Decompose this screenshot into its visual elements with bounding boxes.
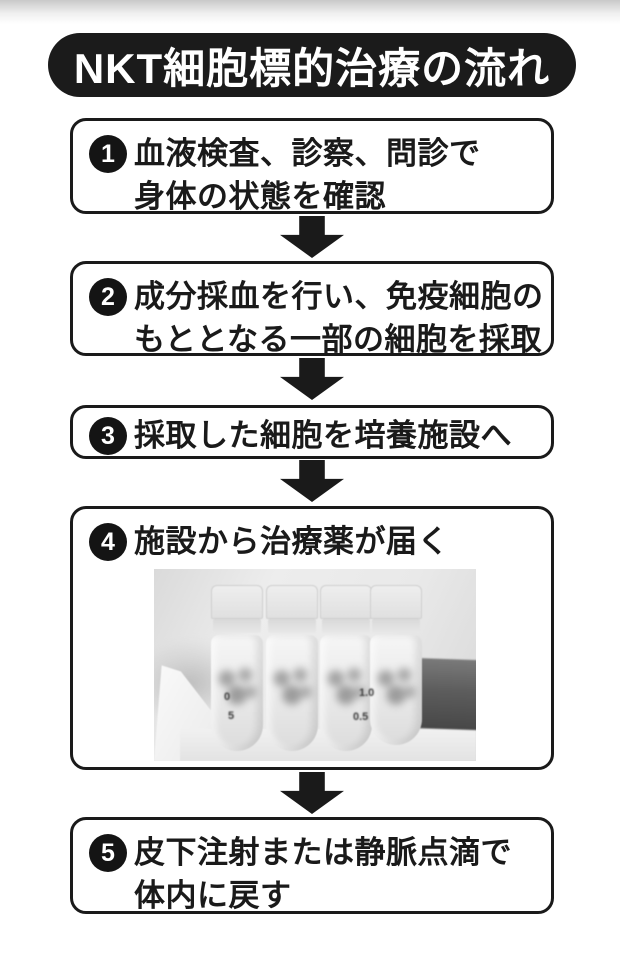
flow-arrow-down-4 (280, 772, 344, 814)
vial-1-blurred-label (214, 661, 260, 711)
vial-2 (266, 585, 318, 751)
step-box-5: 5 皮下注射または静脈点滴で 体内に戻す (70, 817, 554, 914)
step-5-line-1: 皮下注射または静脈点滴で (134, 835, 512, 870)
vial-3-body (320, 635, 372, 751)
vial-1 (211, 585, 263, 751)
vial-graduation-mark: 5 (228, 710, 235, 722)
vial-4-body (370, 635, 422, 745)
step-2-number-badge: 2 (89, 278, 127, 316)
vial-graduation-mark: 0 (224, 691, 231, 703)
vial-3-cap (320, 585, 372, 619)
step-5-line-2: 体内に戻す (134, 878, 292, 913)
vial-2-rim (268, 619, 316, 633)
step-1-line-1: 血液検査、診察、問診で (134, 136, 481, 171)
page-title: NKT細胞標的治療の流れ (73, 44, 551, 92)
vial-4-rim (372, 619, 420, 633)
step-4-number-badge: 4 (89, 523, 127, 561)
vial-graduation-mark: 0.5 (353, 711, 369, 723)
title-banner: NKT細胞標的治療の流れ (48, 33, 576, 97)
flow-arrow-down-1 (280, 216, 344, 258)
vial-1-body (211, 635, 263, 751)
step-2-line-1: 成分採血を行い、免疫細胞の (134, 279, 544, 314)
step-4-text: 施設から治療薬が届く (134, 520, 449, 563)
step-2-line-2: もととなる一部の細胞を採取 (134, 322, 542, 357)
vial-2-blurred-label (269, 661, 315, 711)
photo-scene: 0 5 1.0 0.5 (154, 569, 476, 761)
step-5-text: 皮下注射または静脈点滴で 体内に戻す (134, 831, 512, 917)
step-4-line-1: 施設から治療薬が届く (134, 524, 449, 559)
vial-4-blurred-label (373, 661, 419, 711)
flow-arrow-down-3 (280, 460, 344, 502)
vial-2-cap (266, 585, 318, 619)
vial-1-rim (213, 619, 261, 633)
flow-arrow-down-2 (280, 358, 344, 400)
vial-graduation-mark: 1.0 (359, 687, 375, 699)
vial-3 (320, 585, 372, 751)
step-box-1: 1 血液検査、診察、問診で 身体の状態を確認 (70, 118, 554, 214)
therapy-vials-photo: 0 5 1.0 0.5 (154, 569, 476, 761)
step-box-3: 3 採取した細胞を培養施設へ (70, 405, 554, 459)
vial-2-body (266, 635, 318, 751)
vial-1-cap (211, 585, 263, 619)
vial-4-cap (370, 585, 422, 619)
step-3-line-1: 採取した細胞を培養施設へ (134, 418, 512, 453)
step-5-number-badge: 5 (89, 834, 127, 872)
step-3-text: 採取した細胞を培養施設へ (134, 414, 512, 457)
vial-4 (370, 585, 422, 745)
vial-3-rim (322, 619, 370, 633)
step-1-text: 血液検査、診察、問診で 身体の状態を確認 (134, 132, 481, 218)
step-3-number-badge: 3 (89, 417, 127, 455)
vial-3-blurred-label (323, 661, 369, 711)
top-gradient-strip (0, 0, 620, 24)
step-box-4: 4 施設から治療薬が届く (70, 506, 554, 770)
step-1-line-2: 身体の状態を確認 (134, 179, 386, 214)
step-2-text: 成分採血を行い、免疫細胞の もととなる一部の細胞を採取 (134, 275, 544, 361)
step-1-number-badge: 1 (89, 135, 127, 173)
step-box-2: 2 成分採血を行い、免疫細胞の もととなる一部の細胞を採取 (70, 261, 554, 357)
